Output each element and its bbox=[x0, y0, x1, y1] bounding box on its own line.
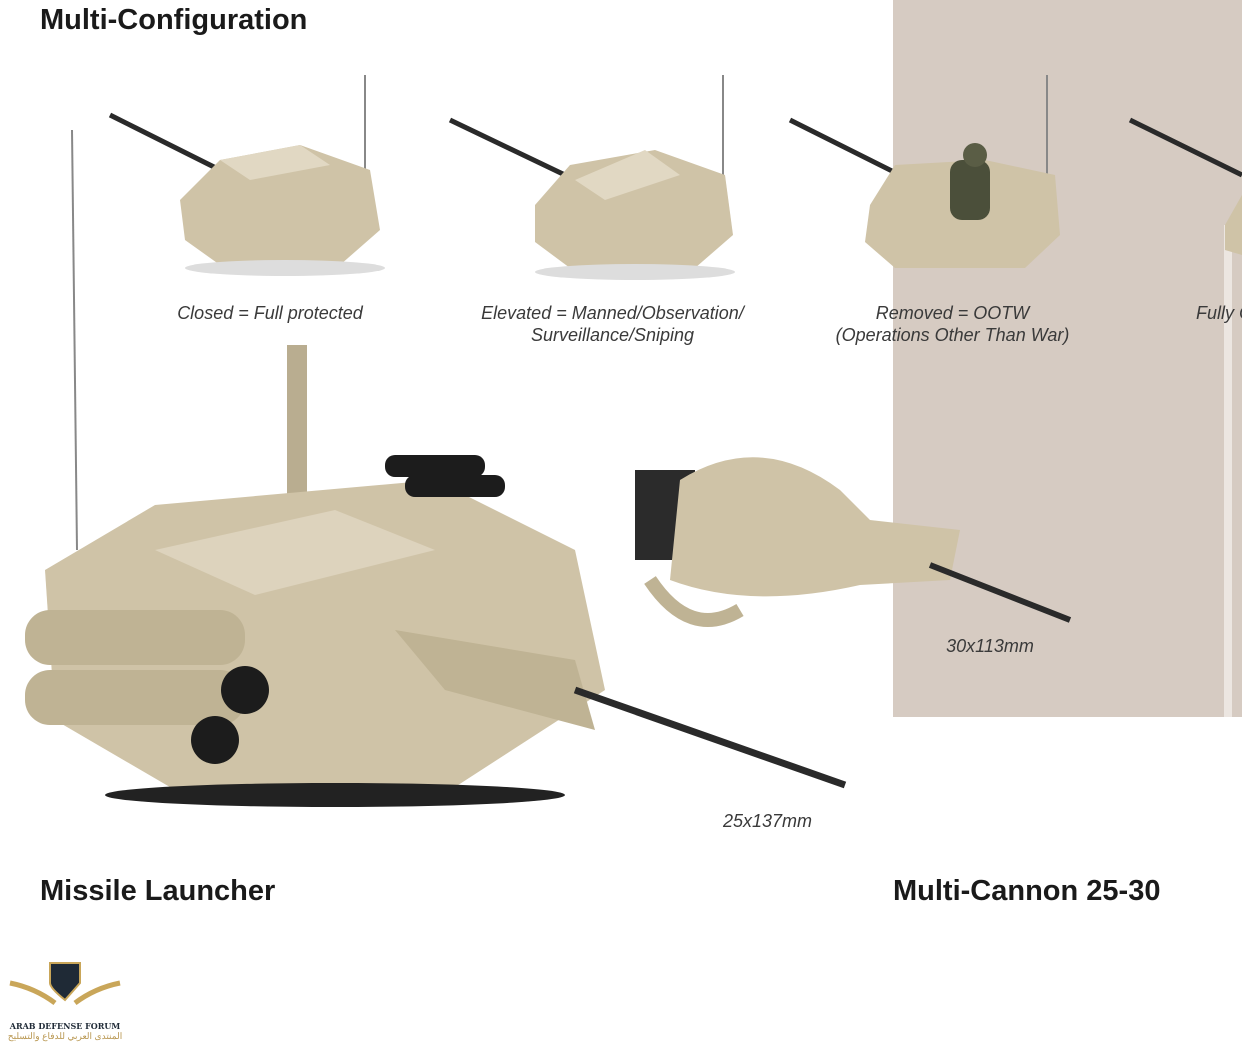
caption-line: (Operations Other Than War) bbox=[835, 325, 1070, 345]
page-title: Multi-Configuration bbox=[40, 4, 308, 36]
turret-closed-image bbox=[108, 75, 385, 276]
caption-line: Removed = OOTW bbox=[875, 303, 1030, 323]
caption-line: Elevated = Manned/Observation/ bbox=[481, 303, 744, 323]
caption-closed: Closed = Full protected bbox=[177, 303, 363, 323]
multi-cannon-title: Multi-Cannon 25-30 bbox=[893, 875, 1161, 907]
caption-fully: Fully C bbox=[1196, 303, 1242, 323]
caption-line: Surveillance/Sniping bbox=[530, 325, 695, 345]
caliber-25x137: 25x137mm bbox=[722, 811, 813, 831]
arab-defense-forum-logo: ARAB DEFENSE FORUM المنتدى العربي للدفاع… bbox=[5, 958, 125, 1042]
caption-elevated: Elevated = Manned/Observation/ Surveilla… bbox=[460, 302, 765, 346]
missile-launcher-title: Missile Launcher bbox=[40, 875, 276, 907]
divider-line bbox=[1224, 225, 1232, 717]
multi-cannon-image bbox=[635, 457, 1072, 627]
logo-arabic-text: المنتدى العربي للدفاع والتسليح bbox=[7, 1031, 123, 1041]
logo-text: ARAB DEFENSE FORUM bbox=[9, 1021, 121, 1031]
turret-elevated-image bbox=[448, 75, 735, 280]
missile-launcher-image bbox=[25, 129, 847, 807]
turret-removed-image bbox=[788, 75, 1060, 268]
caliber-30x113: 30x113mm bbox=[946, 636, 1034, 656]
background-panel bbox=[893, 0, 1242, 717]
shield-wings-icon bbox=[9, 962, 121, 1006]
turret-fully-image bbox=[1128, 117, 1242, 255]
caption-removed: Removed = OOTW (Operations Other Than Wa… bbox=[820, 302, 1085, 346]
